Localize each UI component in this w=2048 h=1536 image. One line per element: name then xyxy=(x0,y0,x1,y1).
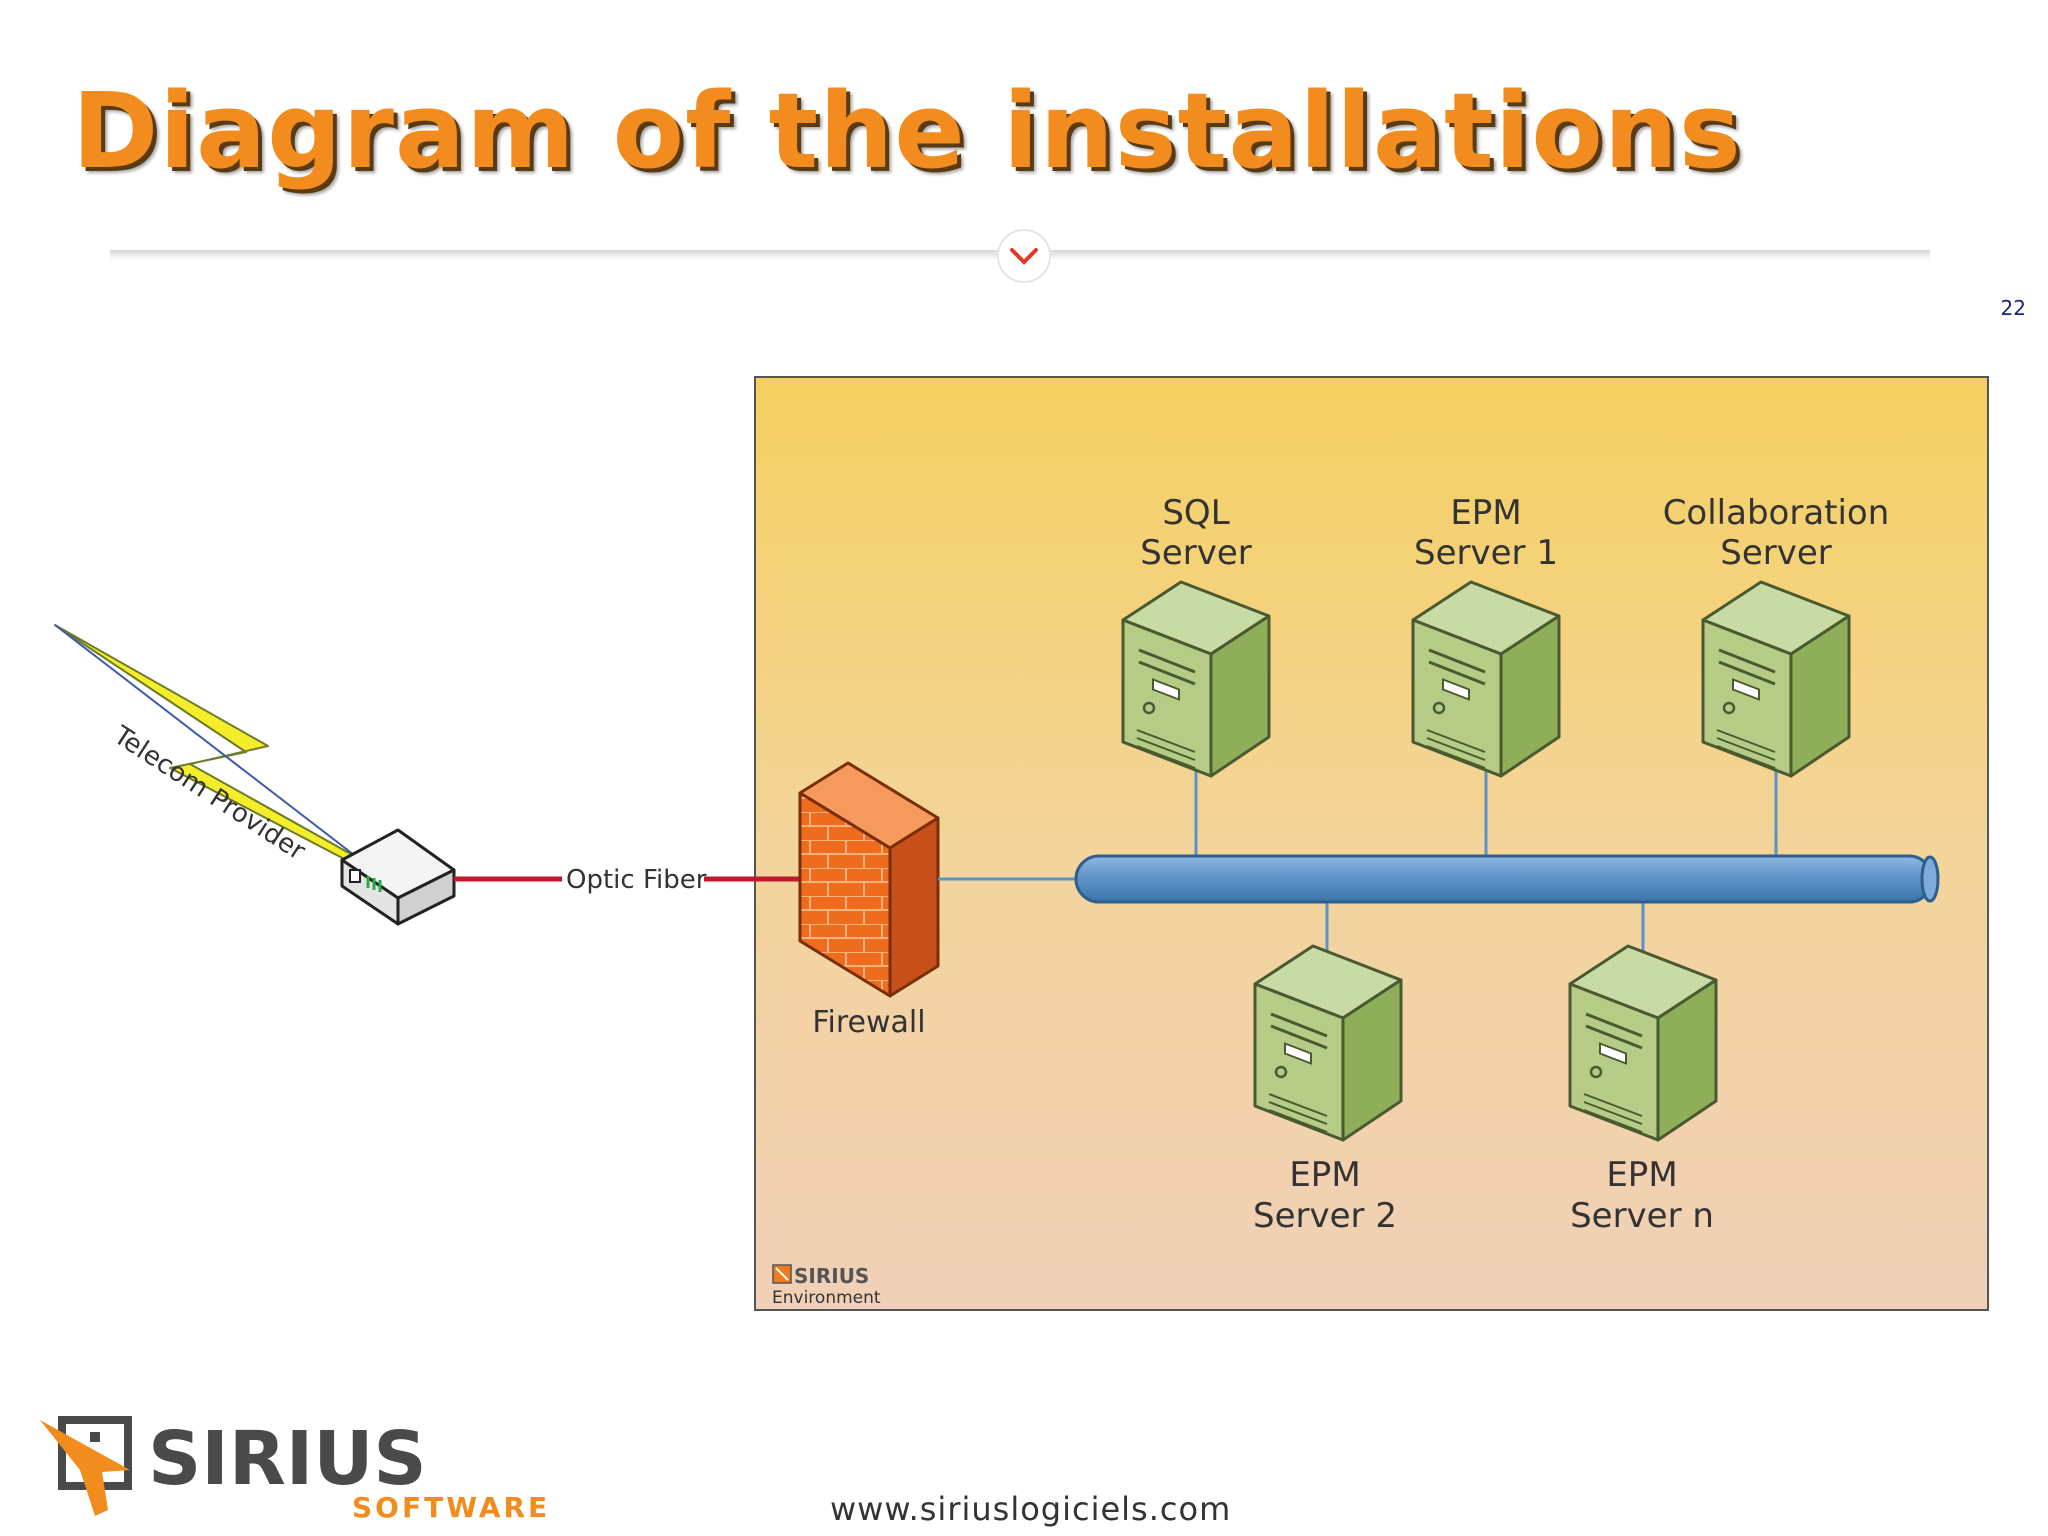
firewall-icon xyxy=(798,761,940,998)
server-icon-epm2 xyxy=(1253,944,1403,1142)
signal-line xyxy=(54,624,359,859)
server-icon-epmn xyxy=(1568,944,1718,1142)
epmn-label-2: Server n xyxy=(1570,1196,1714,1236)
footer-logo-name: SIRIUS xyxy=(148,1416,427,1502)
optic-fiber-label: Optic Fiber xyxy=(566,865,707,895)
environment-logo-text: SIRIUS xyxy=(794,1264,869,1288)
server-icon-sql xyxy=(1121,580,1271,778)
chevron-down-icon xyxy=(1010,248,1038,265)
epmn-label-1: EPM xyxy=(1606,1155,1677,1195)
sirius-footer-logo xyxy=(40,1416,132,1516)
server-icon-epm1 xyxy=(1411,580,1561,778)
footer-logo-sub: SOFTWARE xyxy=(352,1491,550,1524)
environment-label: Environment xyxy=(772,1288,881,1308)
chevron-badge xyxy=(997,229,1051,283)
server-icon-collab xyxy=(1701,580,1851,778)
epm2-label-2: Server 2 xyxy=(1253,1196,1397,1236)
optic-fiber-label-bg xyxy=(562,860,704,896)
telecom-label: Telecom Provider xyxy=(107,720,310,867)
firewall-label: Firewall xyxy=(812,1005,925,1040)
sql-server-label-1: SQL xyxy=(1162,493,1229,533)
epm2-label-1: EPM xyxy=(1289,1155,1360,1195)
website-url[interactable]: www.siriuslogiciels.com xyxy=(830,1490,1232,1528)
network-bus xyxy=(1074,854,1940,904)
epm1-label-1: EPM xyxy=(1450,493,1521,533)
sql-server-label-2: Server xyxy=(1140,533,1252,573)
lightning-bolt-icon xyxy=(54,624,359,864)
collab-label-1: Collaboration xyxy=(1663,493,1890,533)
environment-box xyxy=(754,376,1989,1311)
router-icon xyxy=(340,828,456,926)
page-number: 22 xyxy=(2000,296,2026,320)
slide-title: Diagram of the installations xyxy=(72,70,1742,192)
epm1-label-2: Server 1 xyxy=(1414,533,1558,573)
collab-label-2: Server xyxy=(1720,533,1832,573)
sirius-environment-logo xyxy=(772,1264,792,1284)
divider-line xyxy=(110,250,1930,260)
